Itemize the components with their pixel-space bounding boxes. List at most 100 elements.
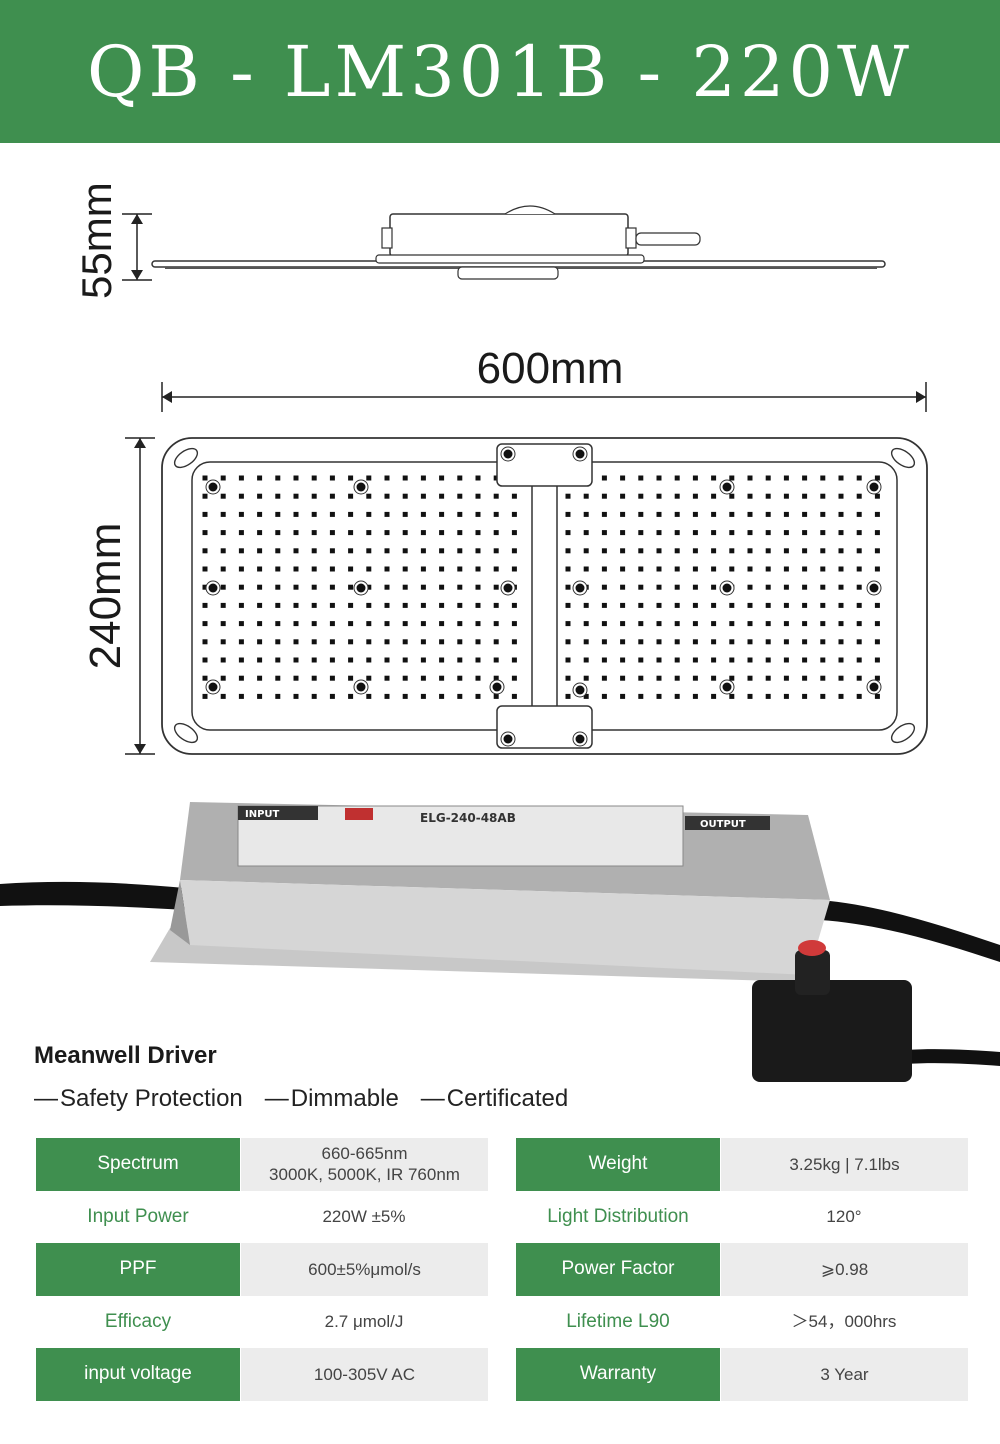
led-chip xyxy=(765,584,771,590)
led-chip xyxy=(493,530,499,536)
screw-hole-center xyxy=(356,482,366,492)
led-chip xyxy=(856,657,862,663)
led-chip xyxy=(583,493,589,499)
led-chip xyxy=(275,566,281,572)
spec-label: Spectrum xyxy=(36,1138,240,1191)
led-chip xyxy=(366,566,372,572)
led-chip xyxy=(747,639,753,645)
led-chip xyxy=(711,493,717,499)
led-chip xyxy=(238,584,244,590)
led-chip xyxy=(511,675,517,681)
screw-hole-center xyxy=(869,682,879,692)
led-chip xyxy=(638,602,644,608)
led-chip xyxy=(511,693,517,699)
feature-safety-protection: Safety Protection xyxy=(34,1085,243,1113)
led-chip xyxy=(747,621,753,627)
led-chip xyxy=(402,530,408,536)
led-chip xyxy=(475,602,481,608)
led-chip xyxy=(439,566,445,572)
led-chip xyxy=(638,657,644,663)
led-chip xyxy=(257,584,263,590)
led-chip xyxy=(638,675,644,681)
led-chip xyxy=(765,493,771,499)
led-chip xyxy=(275,511,281,517)
led-chip xyxy=(656,675,662,681)
led-chip xyxy=(220,621,226,627)
led-chip xyxy=(565,639,571,645)
led-chip xyxy=(802,602,808,608)
led-chip xyxy=(366,693,372,699)
led-chip xyxy=(656,639,662,645)
led-chip xyxy=(783,475,789,481)
led-chip xyxy=(765,693,771,699)
led-chip xyxy=(729,530,735,536)
led-chip xyxy=(493,675,499,681)
led-chip xyxy=(220,530,226,536)
led-chip xyxy=(475,693,481,699)
led-chip xyxy=(202,693,208,699)
led-chip xyxy=(838,584,844,590)
led-chip xyxy=(601,639,607,645)
led-chip xyxy=(384,548,390,554)
led-chip xyxy=(838,566,844,572)
led-chip xyxy=(329,566,335,572)
led-chip xyxy=(802,639,808,645)
led-chip xyxy=(439,548,445,554)
led-chip xyxy=(565,530,571,536)
led-chip xyxy=(275,493,281,499)
led-chip xyxy=(202,493,208,499)
led-chip xyxy=(293,621,299,627)
led-chip xyxy=(674,693,680,699)
led-chip xyxy=(601,693,607,699)
led-chip xyxy=(202,657,208,663)
led-chip xyxy=(729,602,735,608)
led-chip xyxy=(420,693,426,699)
led-chip xyxy=(765,511,771,517)
led-chip xyxy=(366,639,372,645)
led-chip xyxy=(638,511,644,517)
led-chip xyxy=(329,493,335,499)
led-chip xyxy=(420,530,426,536)
led-chip xyxy=(257,475,263,481)
led-chip xyxy=(820,675,826,681)
screw-hole-center xyxy=(575,583,585,593)
led-chip xyxy=(838,530,844,536)
led-chip xyxy=(366,475,372,481)
led-chip xyxy=(601,675,607,681)
spec-row-ppf: PPF 600±5%μmol/s xyxy=(36,1243,488,1296)
led-chip xyxy=(311,584,317,590)
led-chip xyxy=(656,530,662,536)
led-chip xyxy=(729,566,735,572)
led-chip xyxy=(692,475,698,481)
led-chip xyxy=(565,657,571,663)
led-chip xyxy=(329,639,335,645)
product-title: QB - LM301B - 220W xyxy=(87,30,913,113)
spec-label: Warranty xyxy=(516,1348,720,1401)
led-chip xyxy=(856,548,862,554)
led-chip xyxy=(384,621,390,627)
led-chip xyxy=(402,657,408,663)
led-chip xyxy=(765,475,771,481)
led-chip xyxy=(765,621,771,627)
led-chip xyxy=(202,675,208,681)
led-chip xyxy=(202,621,208,627)
spec-label: Input Power xyxy=(87,1205,189,1227)
led-chip xyxy=(311,548,317,554)
led-chip xyxy=(402,602,408,608)
led-chip xyxy=(493,511,499,517)
led-chip xyxy=(311,530,317,536)
led-chip xyxy=(329,621,335,627)
led-chip xyxy=(692,548,698,554)
led-chip xyxy=(493,584,499,590)
led-chip xyxy=(293,511,299,517)
led-chip xyxy=(838,657,844,663)
led-chip xyxy=(511,602,517,608)
led-chip xyxy=(275,693,281,699)
led-chip xyxy=(874,602,880,608)
led-chip xyxy=(293,584,299,590)
led-chip xyxy=(765,657,771,663)
led-chip xyxy=(238,530,244,536)
led-chip xyxy=(420,475,426,481)
led-chip xyxy=(638,639,644,645)
led-chip xyxy=(783,621,789,627)
